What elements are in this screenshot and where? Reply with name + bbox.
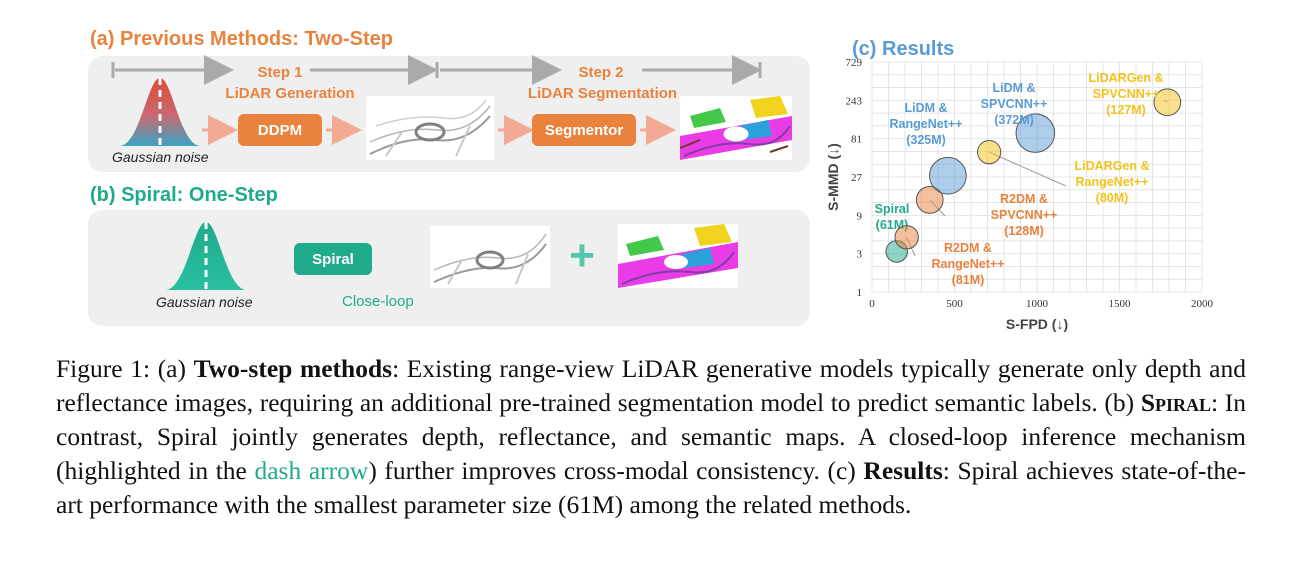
data-point-label-line: (128M)	[1004, 224, 1044, 238]
data-point-label-line: (325M)	[906, 133, 946, 147]
data-point-label: LiDM & RangeNet++ (325M)	[890, 101, 963, 147]
data-point-label: R2DM & SPVCNN++ (128M)	[991, 192, 1058, 238]
plus-sign: +	[569, 231, 595, 280]
data-point-label-line: SPVCNN++	[991, 208, 1058, 222]
data-point-label-line: Spiral	[875, 202, 910, 216]
figure-caption: Figure 1: (a) Two-step methods: Existing…	[56, 352, 1246, 522]
y-tick-label: 3	[857, 249, 863, 261]
caption-text-1: : Existing range-view LiDAR generative m…	[56, 354, 1246, 417]
step1-label: Step 1	[257, 64, 303, 81]
data-point-label: LiDARGen & RangeNet++ (80M)	[1075, 159, 1150, 205]
data-point-label: R2DM & RangeNet++ (81M)	[932, 241, 1005, 287]
y-tick-label: 1	[857, 287, 863, 299]
data-point-label-line: LiDM &	[992, 81, 1035, 95]
data-point-label: LiDM & SPVCNN++ (372M)	[981, 81, 1048, 127]
data-point-label: LiDARGen & SPVCNN++ (127M)	[1089, 71, 1164, 117]
data-point-label-line: (80M)	[1096, 191, 1129, 205]
caption-text-3: ) further improves cross-modal consisten…	[368, 456, 864, 485]
x-tick-label: 500	[946, 298, 963, 310]
caption-link[interactable]: dash arrow	[254, 456, 369, 485]
caption-label: Figure 1: (a)	[56, 354, 194, 383]
data-point-label-line: LiDM &	[904, 101, 947, 115]
caption-text-2: : In contrast, Spiral jointly generates …	[56, 388, 1246, 485]
gaussian-icon	[120, 78, 200, 146]
chart-title: (c) Results	[852, 38, 955, 60]
y-tick-label: 81	[851, 134, 862, 146]
x-tick-label: 0	[869, 298, 875, 310]
close-loop-label: Close-loop	[342, 293, 414, 310]
x-tick-label: 1500	[1109, 298, 1132, 310]
data-point-label-line: RangeNet++	[890, 117, 963, 131]
data-point-label-line: SPVCNN++	[981, 97, 1048, 111]
data-point-label-line: RangeNet++	[1076, 175, 1149, 189]
semantic-scan-image	[679, 96, 792, 160]
data-point	[1153, 88, 1182, 117]
caption-bold-1: Two-step methods	[193, 354, 393, 383]
y-axis-label: S-MMD (↓)	[825, 143, 841, 211]
step2-name: LiDAR Segmentation	[527, 85, 678, 102]
data-point-label-line: LiDARGen &	[1089, 71, 1164, 85]
y-tick-label: 9	[857, 210, 863, 222]
data-point-label-line: (372M)	[994, 113, 1034, 127]
step1-name: LiDAR Generation	[225, 85, 355, 102]
data-point	[929, 156, 967, 195]
data-point-label-line: LiDARGen &	[1075, 159, 1150, 173]
panel-a-title: (a) Previous Methods: Two-Step	[90, 28, 393, 50]
caption-bold-2: Results	[863, 456, 943, 485]
data-point	[977, 140, 1002, 165]
data-point	[1015, 113, 1056, 153]
ddpm-box: DDPM	[238, 114, 322, 146]
segmentor-box: Segmentor	[532, 114, 636, 146]
y-tick-label: 243	[846, 95, 863, 107]
data-point	[915, 186, 944, 214]
data-point-label-line: R2DM &	[1000, 192, 1048, 206]
data-point-label-line: R2DM &	[944, 241, 992, 255]
step2-label: Step 2	[578, 64, 624, 81]
x-axis-label: S-FPD (↓)	[1006, 316, 1068, 332]
gaussian-noise-label-b: Gaussian noise	[156, 294, 253, 310]
caption-text-4: : Spiral achieves state-of-the-art perfo…	[56, 456, 1246, 519]
semantic-scan-image-b	[618, 224, 738, 288]
data-point-label-line: (127M)	[1106, 103, 1146, 117]
gaussian-icon-teal	[166, 222, 246, 290]
data-point-label-line: RangeNet++	[932, 257, 1005, 271]
x-tick-label: 2000	[1191, 298, 1214, 310]
caption-smallcaps: Spiral	[1140, 388, 1212, 417]
x-tick-label: 1000	[1026, 298, 1049, 310]
point-leader-line	[988, 151, 1067, 187]
y-tick-label: 27	[851, 172, 863, 184]
spiral-box: Spiral	[294, 243, 372, 275]
lidar-scan-image	[366, 96, 494, 160]
gaussian-noise-label: Gaussian noise	[112, 149, 209, 165]
panel-b-title: (b) Spiral: One-Step	[90, 184, 278, 206]
lidar-scan-image-b	[430, 226, 550, 288]
data-point	[894, 225, 919, 250]
y-tick-label: 729	[846, 57, 863, 69]
data-point-label-line: SPVCNN++	[1093, 87, 1160, 101]
data-point-label-line: (81M)	[952, 273, 985, 287]
